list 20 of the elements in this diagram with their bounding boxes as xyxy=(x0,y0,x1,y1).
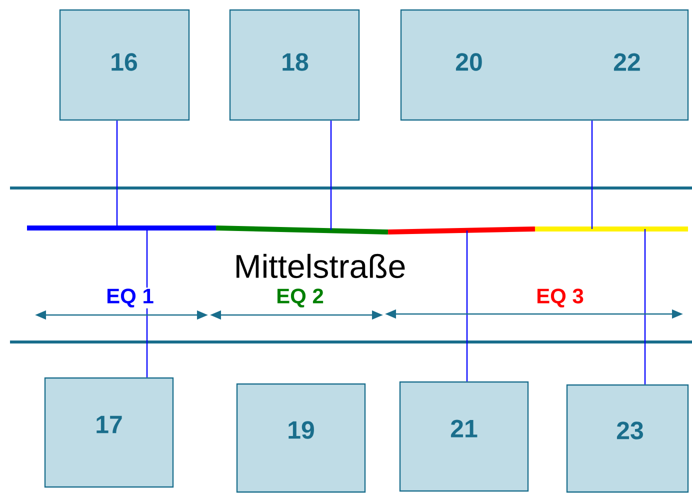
connection-line xyxy=(330,120,332,230)
cable-segment xyxy=(535,226,688,232)
building-box: 19 xyxy=(236,383,366,493)
cable-segment xyxy=(216,226,388,234)
building-box: 17 xyxy=(44,377,174,488)
building-box: 20 22 xyxy=(400,9,689,121)
building-box: 21 xyxy=(399,381,529,492)
connection-line xyxy=(466,230,468,382)
connection-line xyxy=(644,229,646,384)
section-label: EQ 3 xyxy=(535,288,585,308)
cable-segment xyxy=(388,226,536,234)
section-label: EQ 2 xyxy=(275,288,325,308)
building-box: 18 xyxy=(229,9,360,121)
connection-line xyxy=(591,120,593,229)
street-name: Mittelstraße xyxy=(236,254,405,278)
section-label: EQ 1 xyxy=(105,288,155,308)
building-box: 16 xyxy=(59,9,190,121)
building-box: 23 xyxy=(566,384,689,493)
cable-segment xyxy=(27,226,216,230)
connection-line xyxy=(116,120,118,228)
